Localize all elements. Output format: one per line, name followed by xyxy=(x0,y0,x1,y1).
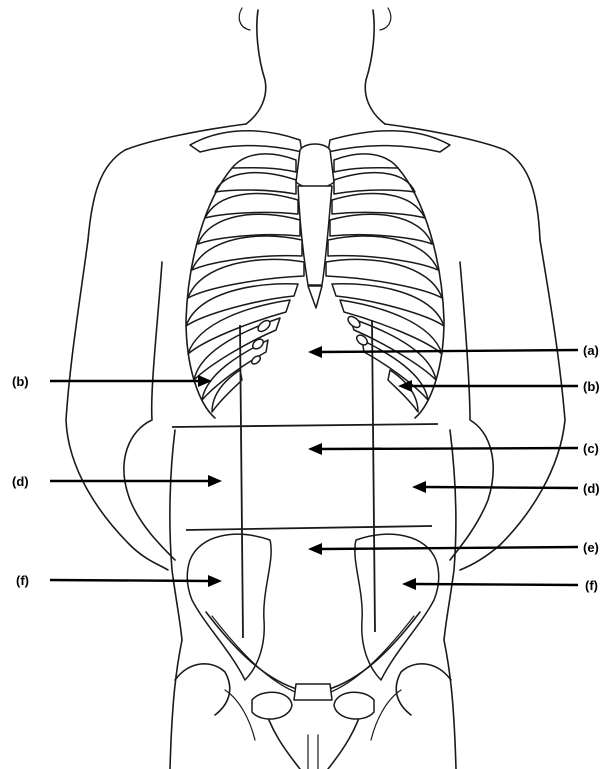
clavicle-right xyxy=(328,131,450,152)
label-c-right: (c) xyxy=(583,441,599,456)
arm-left-inner xyxy=(124,262,175,560)
femur-neck-left xyxy=(225,690,255,740)
iliac-crest-left xyxy=(187,534,271,680)
hip-left xyxy=(170,640,182,769)
label-arrows xyxy=(50,346,578,590)
arrowhead-c xyxy=(308,443,322,455)
rib-left-1 xyxy=(232,154,296,172)
label-f-left: (f) xyxy=(16,573,29,588)
clavicle-left xyxy=(190,131,302,152)
body-outline xyxy=(66,8,565,769)
subcostal-plane xyxy=(172,424,438,427)
iliac-crest-right xyxy=(355,534,439,680)
label-b-right: (b) xyxy=(583,379,600,394)
neck-left xyxy=(246,10,266,124)
torso-right xyxy=(444,430,456,640)
label-d-left: (d) xyxy=(12,474,29,489)
label-d-right: (d) xyxy=(583,481,600,496)
arrow-f-left xyxy=(50,580,210,581)
arrow-d-right xyxy=(424,487,578,488)
arm-left-outer xyxy=(66,240,168,570)
obturator-left xyxy=(252,692,292,719)
label-b-left: (b) xyxy=(12,374,29,389)
obturator-right xyxy=(334,692,374,719)
arrowhead-d-left xyxy=(208,475,222,487)
arrowhead-a xyxy=(308,346,322,358)
arrowhead-d-right xyxy=(412,481,426,493)
xiphoid-process xyxy=(308,286,322,308)
arm-right-outer xyxy=(460,240,565,570)
hip-right xyxy=(444,640,456,769)
pelvis xyxy=(175,534,451,740)
ear-left xyxy=(239,8,250,30)
rib-right-2 xyxy=(334,173,415,194)
hip-joint-left xyxy=(175,664,230,715)
hip-joint-right xyxy=(396,664,451,715)
rib-right-1 xyxy=(334,154,398,172)
midline-bottom xyxy=(308,735,318,769)
intertubercular-plane xyxy=(186,526,432,530)
pubic-symphysis xyxy=(294,684,332,700)
ear-right xyxy=(380,8,391,30)
arrowhead-e xyxy=(308,543,322,555)
label-a-right: (a) xyxy=(583,343,599,358)
label-f-right: (f) xyxy=(585,578,598,593)
rib-left-2 xyxy=(215,173,296,194)
label-e-right: (e) xyxy=(583,540,599,555)
femur-neck-right xyxy=(371,690,401,740)
arrow-a xyxy=(320,350,578,352)
torso-left xyxy=(170,430,182,640)
arrow-f-right xyxy=(414,584,578,585)
manubrium xyxy=(296,144,334,188)
arrow-c xyxy=(320,448,578,449)
neck-right xyxy=(365,10,385,124)
